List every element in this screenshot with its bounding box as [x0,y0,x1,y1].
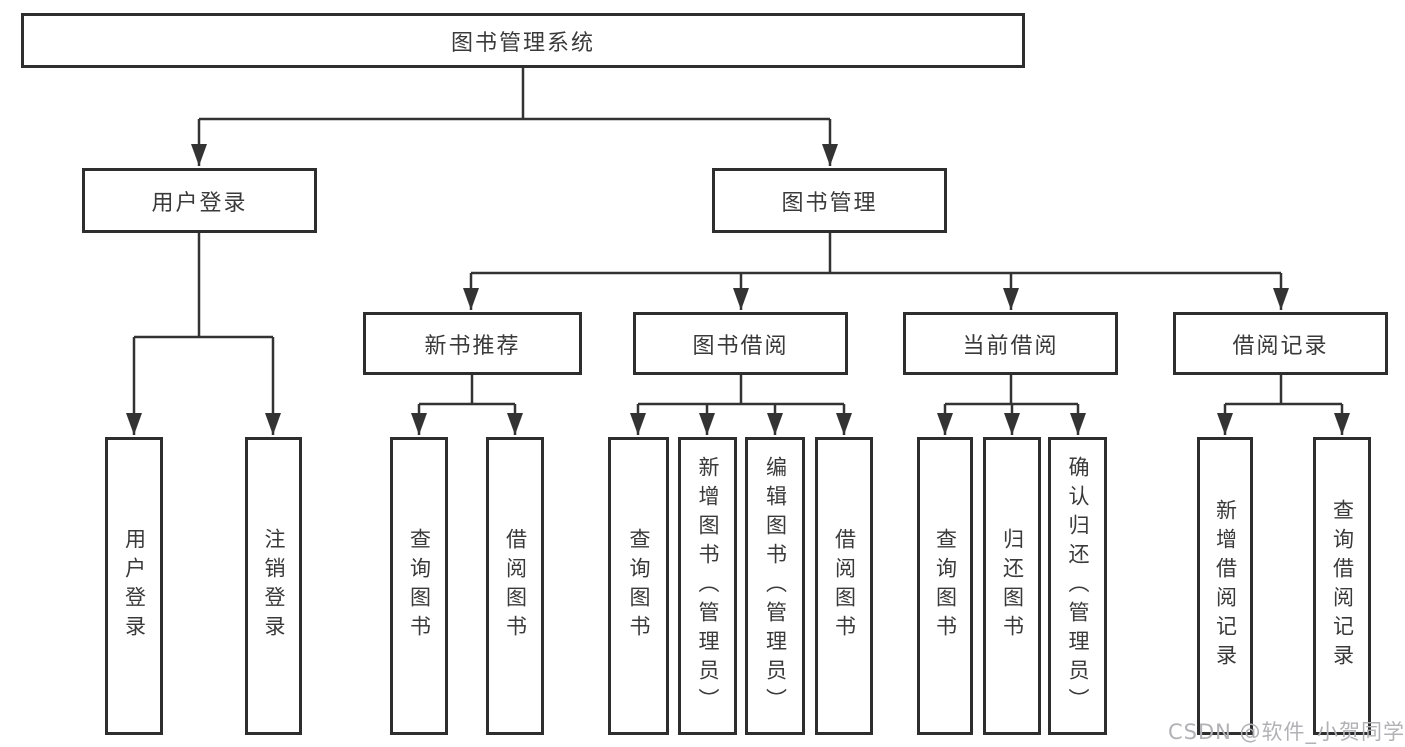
leaf-borrow-books-borrowing: 借阅图书 [815,437,873,735]
leaf-query-books-current: 查询图书 [917,437,973,735]
leaf-query-borrow-record: 查询借阅记录 [1313,437,1371,735]
leaf-borrow-books-recommend: 借阅图书 [486,437,544,735]
node-current-borrowing: 当前借阅 [903,312,1118,375]
node-book-borrowing-label: 图书借阅 [692,333,789,359]
leaf-edit-books-admin-label: 编辑图书（管理员） [763,455,788,717]
csdn-watermark: CSDN @软件_小贺同学 [1168,720,1405,744]
leaf-add-borrow-record: 新增借阅记录 [1197,437,1253,735]
node-user-login: 用户登录 [82,168,317,233]
leaf-user-login: 用户登录 [105,437,163,735]
leaf-borrow-books-recommend-label: 借阅图书 [503,528,528,644]
connector-root-to-level2 [191,68,838,166]
connector-book-borrowing-children [630,375,852,435]
leaf-return-books: 归还图书 [983,437,1041,735]
leaf-edit-books-admin: 编辑图书（管理员） [745,437,805,735]
leaf-add-books-admin-label: 新增图书（管理员） [696,455,721,717]
leaf-query-books-borrowing-label: 查询图书 [627,528,652,644]
leaf-query-books-recommend-label: 查询图书 [407,528,432,644]
leaf-query-books-current-label: 查询图书 [933,528,958,644]
node-user-login-label: 用户登录 [151,190,248,216]
node-book-management: 图书管理 [712,168,947,233]
leaf-add-borrow-record-label: 新增借阅记录 [1213,499,1238,673]
leaf-confirm-return-admin-label: 确认归还（管理员） [1066,455,1091,717]
leaf-query-borrow-record-label: 查询借阅记录 [1330,499,1355,673]
leaf-confirm-return-admin: 确认归还（管理员） [1048,437,1107,735]
leaf-add-books-admin: 新增图书（管理员） [678,437,737,735]
leaf-logout: 注销登录 [245,437,302,735]
leaf-user-login-label: 用户登录 [122,528,147,644]
leaf-return-books-label: 归还图书 [1000,528,1025,644]
node-book-borrowing: 图书借阅 [633,312,848,375]
connector-new-book-recommend-children [411,375,523,435]
connector-user-login-children [126,233,281,435]
leaf-logout-label: 注销登录 [262,528,287,644]
node-new-book-recommend-label: 新书推荐 [424,333,521,359]
connector-book-management-children [463,233,1289,310]
leaf-borrow-books-borrowing-label: 借阅图书 [832,528,857,644]
node-borrowing-records-label: 借阅记录 [1232,333,1329,359]
node-new-book-recommend: 新书推荐 [363,312,582,375]
node-book-management-label: 图书管理 [781,190,878,216]
leaf-query-books-recommend: 查询图书 [390,437,448,735]
node-root-system-label: 图书管理系统 [450,30,595,56]
node-root-system: 图书管理系统 [21,13,1025,68]
node-borrowing-records: 借阅记录 [1173,312,1388,375]
leaf-query-books-borrowing: 查询图书 [608,437,669,735]
node-current-borrowing-label: 当前借阅 [962,333,1059,359]
connector-current-borrowing-children [937,375,1086,435]
connector-borrowing-records-children [1217,375,1350,435]
